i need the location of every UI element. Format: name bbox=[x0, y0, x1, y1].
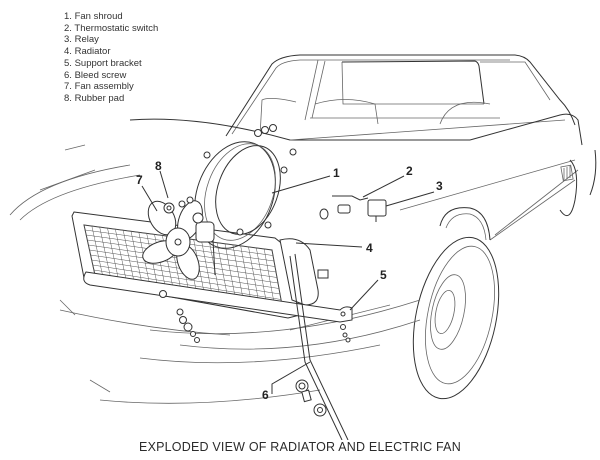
leader-lines bbox=[141, 170, 435, 394]
thermostatic-switch bbox=[319, 195, 369, 220]
bleed-screw bbox=[295, 379, 327, 417]
legend-item: 5. Support bracket bbox=[64, 57, 142, 69]
car-body bbox=[9, 54, 597, 404]
legend-item: 2. Thermostatic switch bbox=[64, 22, 159, 34]
legend-item: 7. Fan assembly bbox=[64, 81, 134, 93]
figure-caption: EXPLODED VIEW OF RADIATOR AND ELECTRIC F… bbox=[139, 440, 461, 454]
radiator-core-line bbox=[92, 264, 281, 295]
radiator-core-line bbox=[93, 269, 282, 300]
callout-7: 7 bbox=[136, 173, 143, 187]
legend-item: 8. Rubber pad bbox=[64, 92, 125, 104]
fasteners bbox=[159, 124, 351, 343]
callout-3: 3 bbox=[436, 179, 443, 193]
callout-1: 1 bbox=[333, 166, 340, 180]
callout-5: 5 bbox=[380, 268, 387, 282]
legend-item: 6. Bleed screw bbox=[64, 69, 127, 81]
legend-item: 4. Radiator bbox=[64, 46, 111, 58]
callout-2: 2 bbox=[406, 164, 413, 178]
fan-shroud bbox=[194, 141, 281, 249]
callout-8: 8 bbox=[155, 159, 162, 173]
relay bbox=[367, 199, 387, 222]
callout-4: 4 bbox=[366, 241, 373, 255]
exploded-view-illustration: 1 2 3 4 5 6 7 8 bbox=[9, 54, 597, 440]
legend-item: 1. Fan shroud bbox=[64, 11, 123, 22]
legend-item: 3. Relay bbox=[64, 34, 99, 46]
callout-6: 6 bbox=[262, 388, 269, 402]
parts-legend: 1. Fan shroud 2. Thermostatic switch 3. … bbox=[64, 11, 158, 105]
